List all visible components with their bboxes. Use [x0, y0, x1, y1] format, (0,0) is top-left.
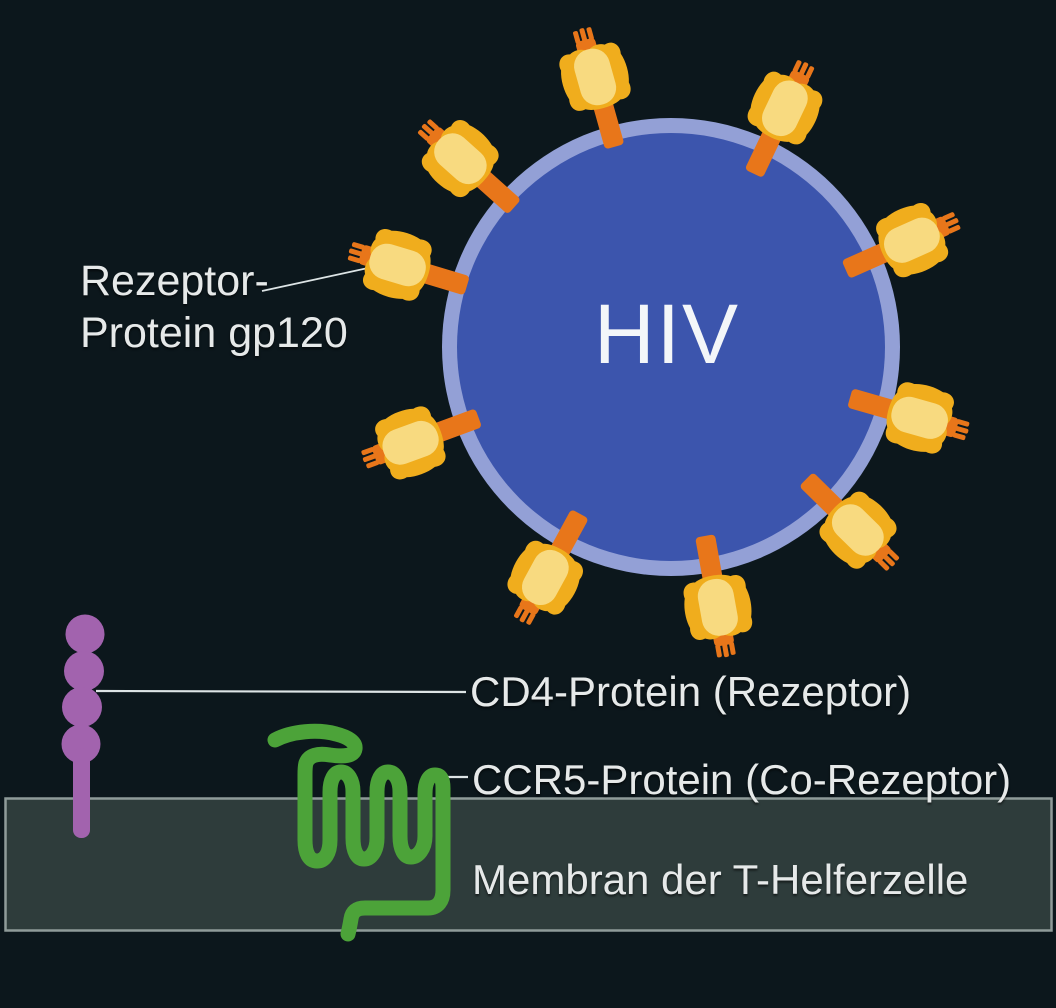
cd4-bead	[65, 614, 105, 654]
cd4-bead	[61, 724, 101, 764]
virus-body	[457, 133, 885, 561]
ccr5-label: CCR5-Protein (Co-Rezeptor)	[472, 756, 1011, 803]
cd4-label: CD4-Protein (Rezeptor)	[470, 668, 911, 715]
membrane-label: Membran der T-Helferzelle	[472, 856, 968, 903]
cd4-bead	[62, 687, 102, 727]
cd4-protein	[61, 614, 105, 838]
ccr5-protein	[267, 723, 451, 942]
receptor-label-line2: Protein gp120	[80, 309, 348, 357]
receptor-label-line1: Rezeptor-	[80, 257, 269, 305]
virus-label: HIV	[594, 287, 740, 381]
gp120-leader-line	[261, 264, 383, 292]
hiv-virion: HIV	[339, 19, 978, 663]
cd4-bead	[64, 651, 104, 691]
cell-membrane	[4, 797, 1053, 932]
cd4-leader-line	[95, 689, 467, 694]
cd4-stem	[73, 748, 90, 838]
